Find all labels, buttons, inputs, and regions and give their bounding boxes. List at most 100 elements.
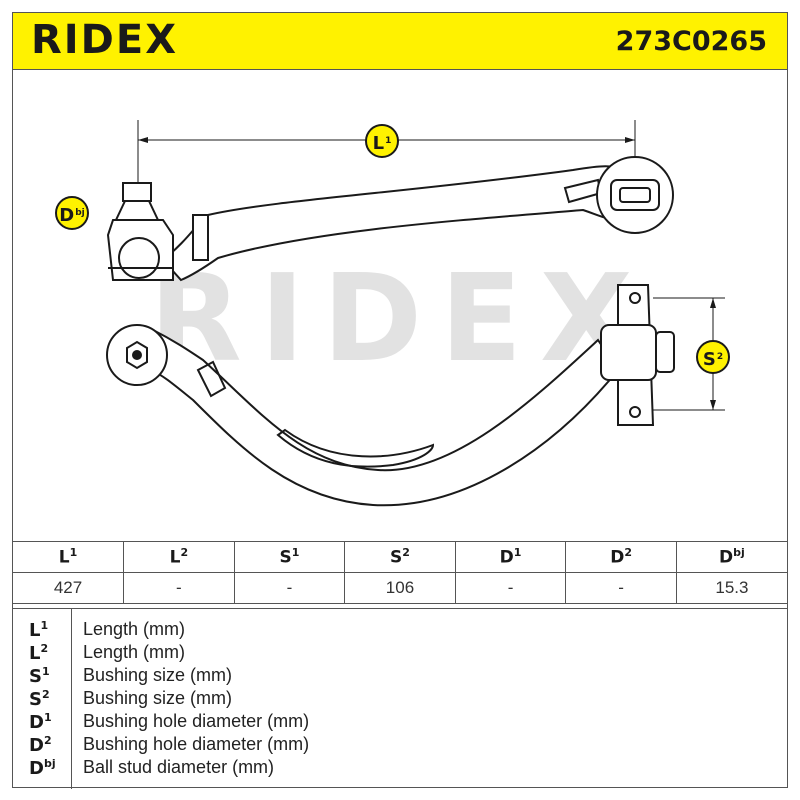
spec-table: L1 L2 S1 S2 D1 D2 Dbj 427 - - 106 - - 15… [13,541,787,604]
spec-value-d1: - [454,572,567,604]
legend: L1 Length (mm) L2 Length (mm) S1 Bushing… [13,608,787,789]
legend-item: Dbj Ball stud diameter (mm) [13,757,787,780]
legend-text: Bushing size (mm) [83,665,233,685]
legend-symbol-base: D [29,712,44,733]
upper-arm-weld [192,214,209,261]
legend-symbol-sup: 1 [40,619,49,632]
legend-symbol-sup: 2 [41,688,50,701]
spec-header-dbj-sup: bj [733,546,745,560]
badge-dbj-sup: bj [75,208,85,218]
ball-stud-nut [122,182,152,202]
spec-header-d2: D2 [565,541,677,573]
spec-header-row: L1 L2 S1 S2 D1 D2 Dbj [13,541,787,573]
brand-logo: RIDEX [31,17,179,63]
lower-bushing [600,324,657,381]
legend-symbol: L2 [29,642,65,664]
badge-l1: L1 [365,124,399,158]
ball-stud-taper [114,200,160,221]
legend-symbol: D1 [29,711,65,733]
bracket-hole-top [629,292,641,304]
spec-header-l1: L1 [13,541,125,573]
upper-bushing-inner [610,179,660,211]
arrow-left [138,137,148,143]
spec-value-dbj: 15.3 [675,572,787,604]
spec-header-l2: L2 [123,541,235,573]
legend-item: D1 Bushing hole diameter (mm) [13,711,787,734]
badge-s2: S2 [696,340,730,374]
spec-header-s1: S1 [233,541,346,573]
spec-value-l1: 427 [13,572,125,604]
spec-header-d1-sup: 1 [513,546,522,560]
spec-header-s2: S2 [344,541,456,573]
legend-item: L2 Length (mm) [13,642,787,665]
badge-dbj-base: D [59,205,75,226]
legend-divider [71,609,72,789]
upper-bushing-core [619,187,651,203]
lower-bushing-cap [655,331,675,373]
spec-header-s1-base: S [279,547,292,568]
legend-symbol-base: L [29,643,41,664]
legend-symbol-base: D [29,735,44,756]
legend-symbol: D2 [29,734,65,756]
upper-bushing-outer [596,156,674,234]
spec-header-d1-base: D [499,547,514,568]
control-arm-drawing: RIDEX [106,120,725,507]
spec-header-s2-base: S [390,547,403,568]
legend-symbol-sup: 2 [40,642,49,655]
badge-s2-base: S [702,349,716,370]
arrow-right [625,137,635,143]
legend-text: Ball stud diameter (mm) [83,757,275,777]
spec-header-s1-sup: 1 [291,546,300,560]
legend-item: L1 Length (mm) [13,619,787,642]
bracket-hole-bottom [629,406,641,418]
legend-symbol-sup: 1 [41,665,50,678]
spec-header-d2-base: D [610,547,625,568]
legend-text: Bushing hole diameter (mm) [83,734,310,754]
legend-symbol: Dbj [29,757,65,779]
legend-symbol-sup: bj [43,757,56,770]
part-number: 273C0265 [615,26,767,57]
legend-symbol-base: D [29,758,44,779]
legend-text: Length (mm) [83,642,186,662]
spec-value-s2: 106 [344,572,456,604]
spec-header-l2-base: L [169,547,181,568]
badge-l1-sup: 1 [385,136,392,146]
spec-header-l1-base: L [58,547,70,568]
legend-text: Bushing hole diameter (mm) [83,711,310,731]
header-bar: RIDEX 273C0265 [13,13,787,70]
legend-symbol-base: S [29,689,42,710]
upper-arm [106,120,725,507]
datasheet: RIDEX 273C0265 RIDEX [12,12,788,789]
legend-symbol-base: S [29,666,42,687]
spec-header-l2-sup: 2 [180,546,189,560]
ball-joint-ball [118,237,160,279]
s2-arrow-top [710,298,716,308]
legend-text: Length (mm) [83,619,186,639]
spec-header-l1-sup: 1 [69,546,78,560]
legend-item: S2 Bushing size (mm) [13,688,787,711]
spec-header-d1: D1 [454,541,567,573]
s2-arrow-bottom [710,400,716,410]
lower-arm-rib [276,428,435,468]
badge-dbj: Dbj [55,196,89,230]
legend-symbol: L1 [29,619,65,641]
legend-symbol-sup: 2 [43,734,52,747]
spec-header-d2-sup: 2 [624,546,632,560]
legend-symbol: S1 [29,665,65,687]
spec-header-dbj-base: D [719,547,734,568]
technical-drawing: RIDEX [13,70,787,540]
legend-item: D2 Bushing hole diameter (mm) [13,734,787,757]
spec-header-s2-sup: 2 [402,546,410,560]
spec-value-l2: - [123,572,235,604]
legend-symbol-sup: 1 [43,711,52,724]
legend-text: Bushing size (mm) [83,688,233,708]
lower-arm-slot [196,360,227,398]
spec-value-row: 427 - - 106 - - 15.3 [13,572,787,604]
lower-eye-hole [132,350,142,360]
spec-value-d2: - [565,572,677,604]
legend-item: S1 Bushing size (mm) [13,665,787,688]
spec-header-dbj: Dbj [675,541,787,573]
spec-value-s1: - [233,572,346,604]
legend-symbol-base: L [29,620,41,641]
badge-l1-base: L [372,133,385,154]
